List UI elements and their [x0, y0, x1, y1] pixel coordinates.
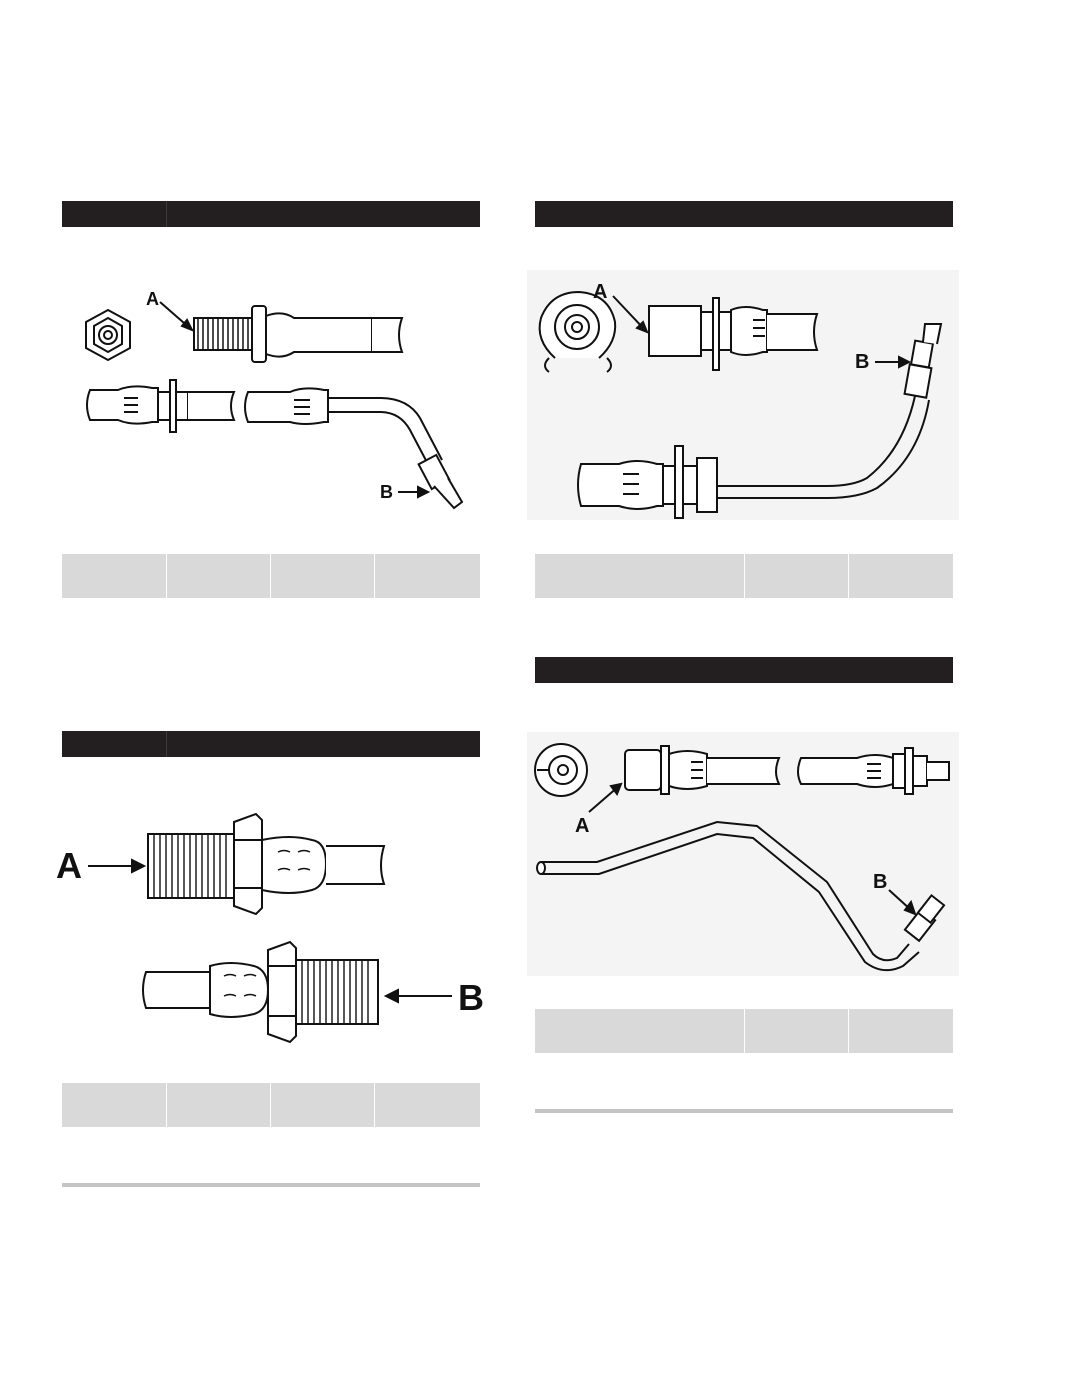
- cell-separator: [270, 1083, 271, 1127]
- spec-table-row: [62, 1083, 480, 1127]
- callout-label: B: [873, 871, 887, 893]
- cell-separator: [374, 554, 375, 598]
- spec-table-row: [535, 554, 953, 598]
- section-rule: [62, 1183, 480, 1187]
- cell-separator: [166, 1083, 167, 1127]
- cell-separator: [374, 1083, 375, 1127]
- cell-separator: [848, 1009, 849, 1053]
- callout-label: B: [458, 977, 484, 1018]
- callout-label: B: [380, 482, 393, 502]
- callout-label: A: [56, 845, 82, 886]
- callout-label: A: [146, 289, 159, 309]
- callout-label: B: [855, 351, 869, 373]
- section-rule: [535, 1109, 953, 1113]
- spec-table-row: [62, 554, 480, 598]
- header-divider: [166, 201, 167, 227]
- cell-separator: [166, 554, 167, 598]
- panel-header-bottom-left: [62, 731, 480, 757]
- cell-separator: [744, 1009, 745, 1053]
- callout-label: A: [593, 281, 607, 303]
- panel-header-top-right: [535, 201, 953, 227]
- figure-fitting-3: A B: [50, 800, 490, 1060]
- panel-header-top-left: [62, 201, 480, 227]
- cell-separator: [848, 554, 849, 598]
- header-divider: [166, 731, 167, 757]
- figure-fitting-1: A B: [62, 280, 480, 520]
- figure-fitting-4: A B: [527, 732, 959, 976]
- spec-table-row: [535, 1009, 953, 1053]
- callout-label: A: [575, 815, 589, 837]
- figure-fitting-2: A B: [527, 270, 959, 520]
- panel-header-bottom-right: [535, 657, 953, 683]
- cell-separator: [270, 554, 271, 598]
- cell-separator: [744, 554, 745, 598]
